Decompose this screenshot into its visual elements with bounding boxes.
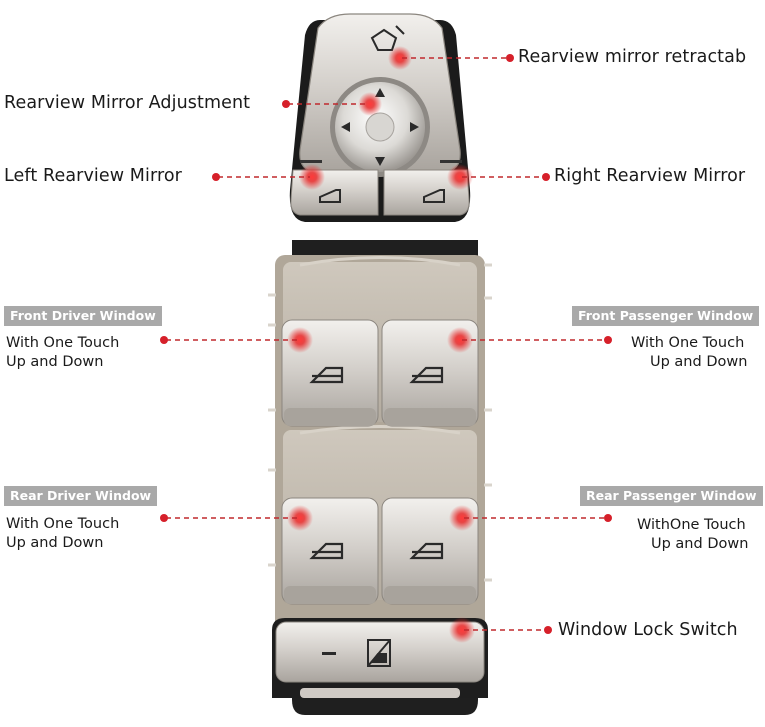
window-lock-icon <box>367 639 391 667</box>
front-driver-window-tag: Front Driver Window <box>4 306 162 326</box>
front-driver-window-line1: With One Touch <box>6 335 120 351</box>
rear-passenger-window-line2: Up and Down <box>651 536 749 552</box>
mirror-joystick-arrows-icon <box>341 88 419 166</box>
mirror-control-housing <box>289 13 471 222</box>
front-driver-window-line2: Up and Down <box>6 354 104 370</box>
leader-dots <box>160 54 612 634</box>
rear-passenger-window-tag: Rear Passenger Window <box>580 486 763 506</box>
callout-markers <box>287 46 475 643</box>
rear-passenger-window-line1: WithOne Touch <box>637 517 746 533</box>
front-passenger-window-line1: With One Touch <box>631 335 745 351</box>
right-mirror-label: Right Rearview Mirror <box>554 166 746 186</box>
front-passenger-window-line2: Up and Down <box>650 354 748 370</box>
leader-lines <box>166 57 606 631</box>
mirror-adjust-label: Rearview Mirror Adjustment <box>4 93 251 113</box>
rear-driver-window-line1: With One Touch <box>6 516 120 532</box>
rear-driver-window-tag: Rear Driver Window <box>4 486 158 506</box>
front-passenger-window-tag: Front Passenger Window <box>572 306 760 326</box>
window-icon <box>309 366 444 560</box>
rear-driver-window-line2: Up and Down <box>6 535 104 551</box>
mirror-fold-icon <box>370 25 405 51</box>
window-lock-switch <box>272 618 488 698</box>
mirror-retract-label: Rearview mirror retractab <box>518 47 747 67</box>
mirror-icon <box>319 189 445 203</box>
window-lock-label: Window Lock Switch <box>558 620 738 640</box>
left-mirror-label: Left Rearview Mirror <box>4 166 182 186</box>
